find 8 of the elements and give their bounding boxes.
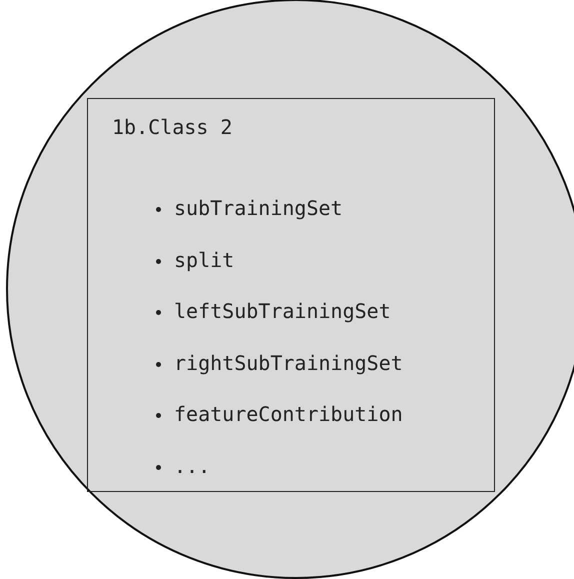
list-item: split — [174, 248, 234, 272]
list-item: subTrainingSet — [174, 196, 343, 220]
list-item: rightSubTrainingSet — [174, 350, 403, 374]
box-heading: 1b.Class 2 — [112, 115, 232, 139]
list-item: leftSubTrainingSet — [174, 299, 391, 323]
class-box — [87, 98, 495, 492]
list-item: featureContribution — [174, 402, 403, 426]
list-item: ... — [174, 454, 210, 478]
